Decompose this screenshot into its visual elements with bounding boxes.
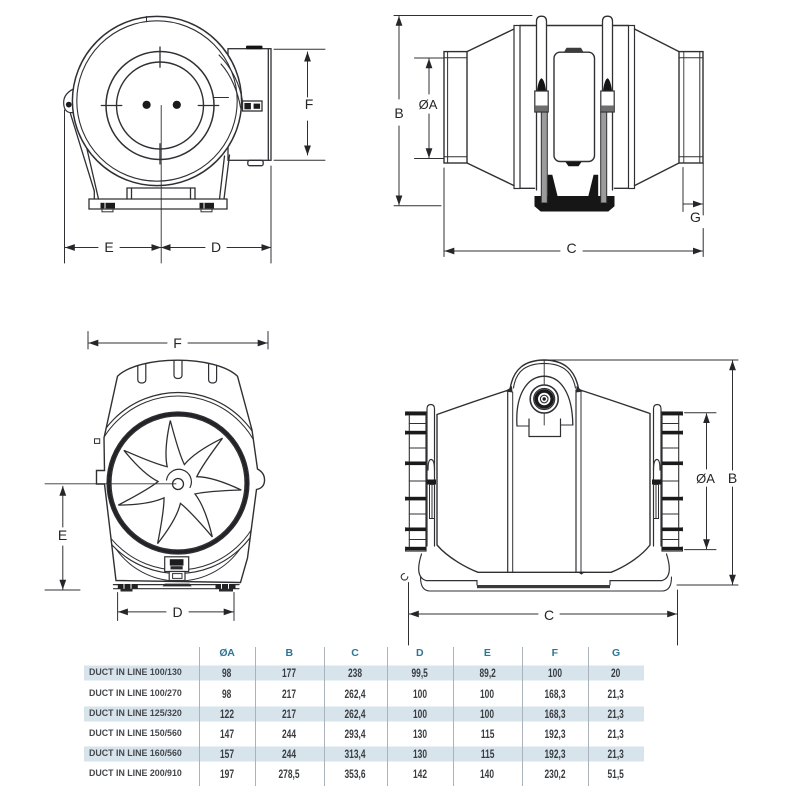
svg-text:E: E [58, 527, 67, 543]
svg-text:G: G [690, 209, 701, 225]
svg-text:ØA: ØA [696, 471, 715, 486]
svg-text:C: C [544, 607, 554, 623]
svg-text:F: F [305, 96, 314, 112]
svg-text:D: D [211, 239, 221, 255]
svg-text:ØA: ØA [419, 97, 438, 112]
svg-text:D: D [172, 604, 182, 620]
svg-text:F: F [173, 335, 182, 351]
svg-text:E: E [104, 239, 113, 255]
svg-text:C: C [566, 240, 576, 256]
svg-text:B: B [728, 470, 737, 486]
svg-text:B: B [394, 105, 403, 121]
